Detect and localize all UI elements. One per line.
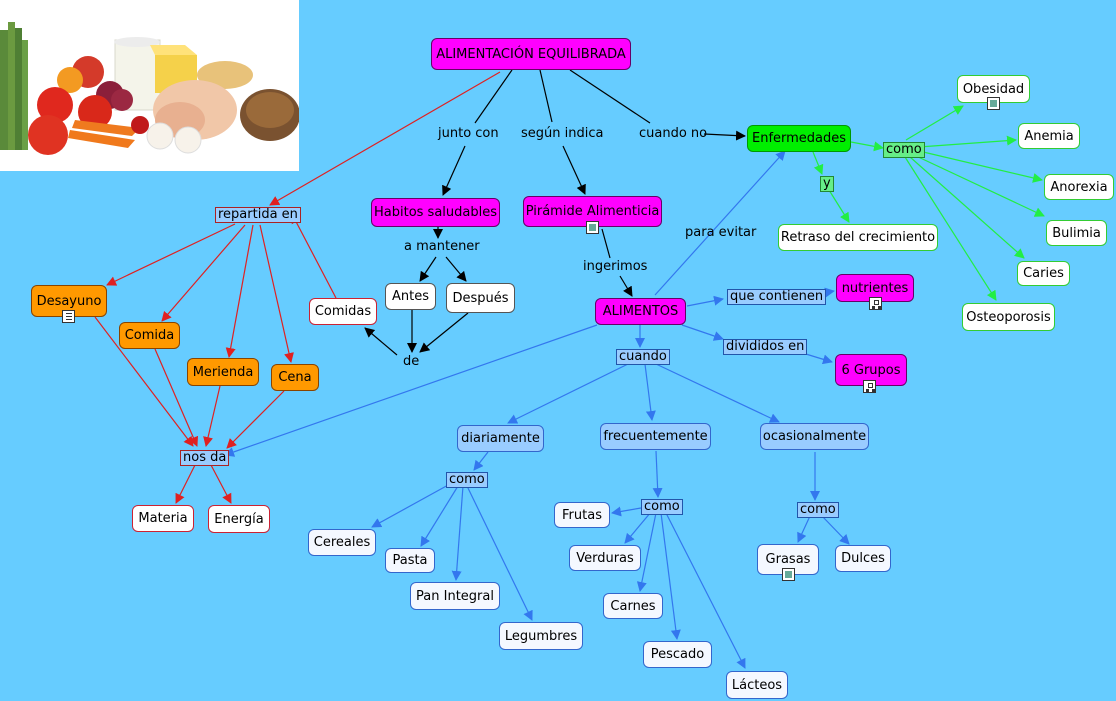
node-enfermedades[interactable]: Enfermedades [747,125,851,152]
link-de[interactable]: de [403,354,420,369]
node-alimentos[interactable]: ALIMENTOS [595,298,686,325]
node-grasas[interactable]: Grasas [757,544,819,575]
node-legumbres[interactable]: Legumbres [499,622,583,650]
node-osteoporosis[interactable]: Osteoporosis [962,303,1055,331]
node-antes[interactable]: Antes [385,283,436,310]
node-habitos-saludables[interactable]: Habitos saludables [371,198,500,227]
link-cuando[interactable]: cuando [616,349,670,365]
node-diariamente[interactable]: diariamente [457,425,544,452]
image-icon[interactable] [782,568,795,581]
link-junto-con[interactable]: junto con [438,126,499,141]
main-concept[interactable]: ALIMENTACIÓN EQUILIBRADA [431,38,631,70]
link-a-mantener[interactable]: a mantener [404,239,480,254]
node-pescado[interactable]: Pescado [643,641,712,668]
link-como-diariamente[interactable]: como [446,472,488,488]
link-para-evitar[interactable]: para evitar [685,225,757,240]
link-como-ocasionalmente[interactable]: como [797,502,839,518]
node-lacteos[interactable]: Lácteos [726,671,788,699]
node-verduras[interactable]: Verduras [569,545,641,571]
link-cuando-no[interactable]: cuando no [639,126,708,141]
node-materia[interactable]: Materia [132,505,194,532]
node-ocasionalmente[interactable]: ocasionalmente [760,423,869,450]
concept-map-icon[interactable] [863,380,876,393]
node-pan-integral[interactable]: Pan Integral [410,582,500,610]
node-bulimia[interactable]: Bulimia [1046,220,1107,246]
node-comidas[interactable]: Comidas [309,298,377,325]
link-como-enfermedades[interactable]: como [883,142,925,158]
link-que-contienen[interactable]: que contienen [727,289,827,305]
link-segun-indica[interactable]: según indica [521,126,604,141]
node-pasta[interactable]: Pasta [385,548,435,573]
node-carnes[interactable]: Carnes [603,593,663,619]
node-anemia[interactable]: Anemia [1018,123,1080,149]
node-cereales[interactable]: Cereales [308,529,376,556]
node-retraso-crecimiento[interactable]: Retraso del crecimiento [778,224,938,251]
node-anorexia[interactable]: Anorexia [1044,174,1114,200]
link-divididos-en[interactable]: divididos en [723,339,808,355]
link-ingerimos[interactable]: ingerimos [583,259,648,274]
node-dulces[interactable]: Dulces [835,545,891,572]
food-photo-illustration [0,0,299,171]
node-piramide-alimenticia[interactable]: Pirámide Alimenticia [523,196,662,227]
node-caries[interactable]: Caries [1017,261,1070,286]
node-despues[interactable]: Después [446,283,515,313]
link-repartida-en[interactable]: repartida en [215,207,301,223]
node-energia[interactable]: Energía [208,505,270,533]
image-icon[interactable] [987,97,1000,110]
document-icon[interactable] [62,310,75,323]
link-como-frecuentemente[interactable]: como [641,499,683,515]
node-cena[interactable]: Cena [271,364,319,391]
node-frutas[interactable]: Frutas [554,502,610,528]
node-frecuentemente[interactable]: frecuentemente [600,423,711,450]
link-nos-da[interactable]: nos da [180,450,230,466]
food-photo [0,0,299,171]
node-merienda[interactable]: Merienda [187,358,259,386]
link-y[interactable]: y [820,176,834,192]
image-icon[interactable] [586,221,599,234]
node-comida[interactable]: Comida [119,322,180,349]
concept-map-icon[interactable] [869,297,882,310]
